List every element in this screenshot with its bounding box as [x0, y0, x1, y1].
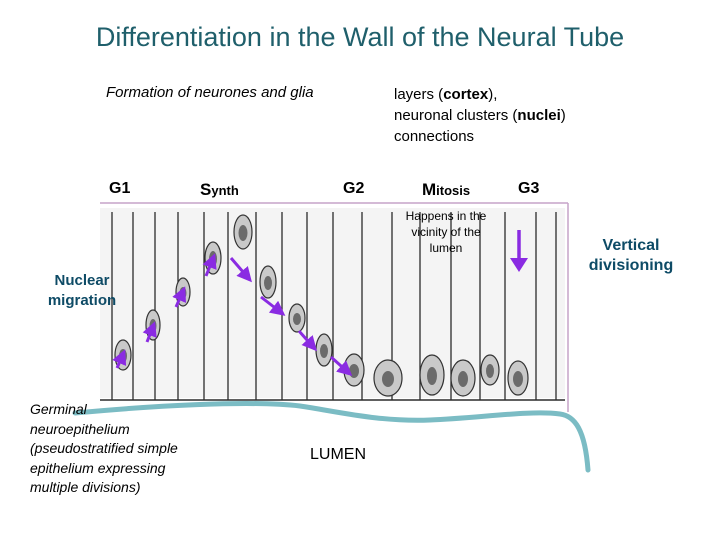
- downward-arrow-icon: [510, 230, 528, 272]
- happens-note: Happens in the vicinity of the lumen: [405, 209, 487, 255]
- page-title: Differentiation in the Wall of the Neura…: [95, 22, 625, 52]
- phase-g3: G3: [518, 180, 540, 197]
- germinal-note: Germinal neuroepithelium (pseudostratifi…: [30, 401, 178, 495]
- phase-g1: G1: [109, 180, 131, 197]
- lumen-label: LUMEN: [310, 446, 367, 463]
- vertical-divisioning-label: Vertical divisioning: [588, 237, 674, 274]
- subtitle-right-line-2: neuronal clusters (nuclei): [394, 107, 566, 124]
- phase-g2: G2: [343, 180, 365, 197]
- subtitle-right-line-1: layers (cortex),: [394, 86, 498, 103]
- cell-layer: [100, 208, 565, 401]
- subtitle-left: Formation of neurones and glia: [106, 84, 314, 101]
- subtitle-right-line-3: connections: [394, 128, 475, 145]
- nuclear-migration-label: Nuclear migration: [47, 272, 117, 309]
- phase-synth: Synth: [200, 180, 239, 199]
- migration-arrow-icon: [112, 253, 353, 377]
- phase-mitosis: Mitosis: [422, 180, 471, 199]
- lumen-boundary-line: [72, 401, 591, 473]
- subtitle-right: layers (cortex), neuronal clusters (nucl…: [394, 84, 566, 147]
